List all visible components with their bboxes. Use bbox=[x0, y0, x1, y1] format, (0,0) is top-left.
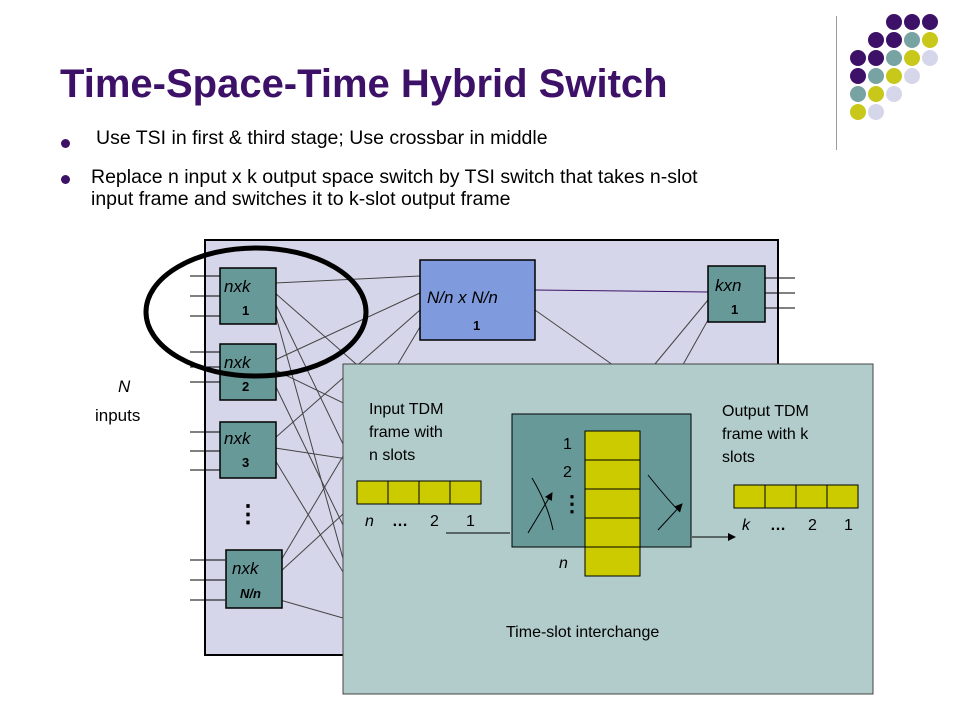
input-frame-line-2: frame with bbox=[369, 424, 443, 441]
input-switch-last bbox=[225, 549, 283, 609]
corner-dot bbox=[868, 50, 884, 66]
bullet-text-2-cont: input frame and switches it to k-slot ou… bbox=[91, 188, 511, 210]
tsi-label-n: n bbox=[559, 555, 568, 572]
output-frame-slots bbox=[733, 484, 859, 509]
corner-dot bbox=[886, 32, 902, 48]
tsi-label-1: 1 bbox=[563, 436, 572, 453]
bullet-text-1: Use TSI in first & third stage; Use cros… bbox=[96, 127, 548, 149]
input-switch-1-index: 1 bbox=[242, 303, 250, 318]
corner-dot bbox=[904, 14, 920, 30]
output-frame-line-1: Output TDM bbox=[722, 403, 809, 420]
corner-dot bbox=[904, 68, 920, 84]
corner-dot bbox=[886, 14, 902, 30]
tsi-slot-column bbox=[584, 430, 641, 577]
output-slot-ellipsis: … bbox=[770, 517, 786, 534]
corner-dot bbox=[904, 32, 920, 48]
crossbar-index: 1 bbox=[473, 318, 481, 333]
output-lines bbox=[765, 277, 795, 309]
input-switch-3-name: nxk bbox=[224, 429, 251, 448]
highlight-ellipse bbox=[143, 245, 369, 379]
output-slot-2: 2 bbox=[808, 517, 817, 534]
corner-dot bbox=[886, 86, 902, 102]
input-slot-2: 2 bbox=[430, 513, 439, 530]
output-frame-line-3: slots bbox=[722, 449, 755, 466]
n-inputs-label: N bbox=[118, 377, 131, 396]
input-frame-line-1: Input TDM bbox=[369, 401, 444, 418]
corner-dot bbox=[850, 68, 866, 84]
corner-dot bbox=[868, 86, 884, 102]
input-slot-n: n bbox=[365, 513, 374, 530]
corner-dot bbox=[868, 104, 884, 120]
corner-dot bbox=[850, 86, 866, 102]
title-divider bbox=[836, 16, 837, 150]
corner-dot bbox=[886, 68, 902, 84]
input-switch-3 bbox=[219, 421, 277, 479]
output-switch-1-name: kxn bbox=[715, 276, 742, 295]
output-switch-1-index: 1 bbox=[731, 302, 739, 317]
input-lines bbox=[190, 275, 225, 601]
vertical-ellipsis: ⋮ bbox=[236, 501, 260, 528]
inputs-label: inputs bbox=[95, 406, 141, 425]
output-slot-k: k bbox=[742, 517, 750, 534]
output-slot-1: 1 bbox=[844, 517, 853, 534]
corner-dot bbox=[868, 32, 884, 48]
tsi-caption: Time-slot interchange bbox=[506, 624, 660, 641]
bullet-dot bbox=[61, 175, 70, 184]
flow-arrows bbox=[446, 474, 736, 541]
input-switch-last-index: N/n bbox=[240, 586, 261, 601]
corner-dot bbox=[922, 14, 938, 30]
input-frame-slots bbox=[356, 480, 482, 505]
output-frame-line-2: frame with k bbox=[722, 426, 809, 443]
output-switch-1 bbox=[707, 265, 766, 323]
corner-dot bbox=[922, 50, 938, 66]
input-switch-2-name: nxk bbox=[224, 353, 251, 372]
tsi-label-dots: ⋮ bbox=[561, 491, 583, 516]
tsi-label-2: 2 bbox=[563, 464, 572, 481]
bullet-dot bbox=[61, 139, 70, 148]
slide-title: Time-Space-Time Hybrid Switch bbox=[60, 62, 668, 106]
corner-dot bbox=[904, 50, 920, 66]
input-switch-1-name: nxk bbox=[224, 277, 251, 296]
input-frame-line-3: n slots bbox=[369, 447, 416, 464]
crossbar-name: N/n x N/n bbox=[427, 288, 498, 307]
corner-dot bbox=[850, 50, 866, 66]
corner-dot bbox=[922, 32, 938, 48]
input-switch-3-index: 3 bbox=[242, 455, 250, 470]
corner-dot bbox=[868, 68, 884, 84]
corner-dot bbox=[850, 104, 866, 120]
input-switch-last-name: nxk bbox=[232, 559, 259, 578]
corner-dot bbox=[886, 50, 902, 66]
bullet-text-2: Replace n input x k output space switch … bbox=[91, 166, 698, 188]
input-switch-2-index: 2 bbox=[242, 379, 250, 394]
input-slot-ellipsis: … bbox=[392, 513, 408, 530]
input-switch-1 bbox=[219, 267, 277, 325]
input-slot-1: 1 bbox=[466, 513, 475, 530]
crossbar-switch bbox=[419, 259, 536, 341]
